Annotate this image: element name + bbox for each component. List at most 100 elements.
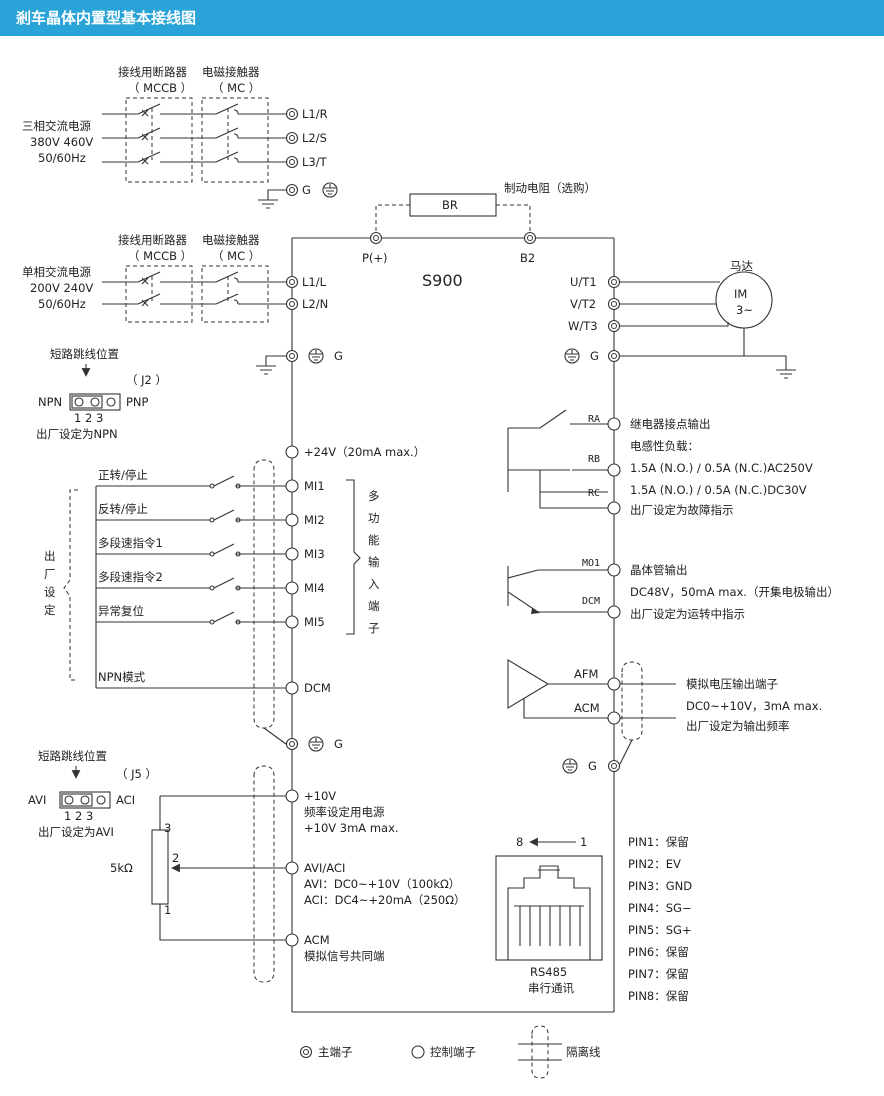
control-terminal-10v[interactable] — [285, 789, 299, 803]
j5-name: （ J5 ） — [116, 767, 157, 781]
ground-symbol-icon — [562, 758, 578, 774]
earth-ground-icon — [258, 189, 286, 209]
mccb-label-1: （ MCCB ） — [128, 81, 192, 95]
relay-line-3: 1.5A (N.O.) / 0.5A (N.C.)AC250V — [630, 461, 813, 475]
main-terminal-G4[interactable] — [285, 737, 299, 751]
main-terminal-L2S[interactable] — [285, 131, 299, 145]
terminal-label-L2S: L2/S — [302, 131, 327, 145]
main-terminal-L2N[interactable] — [285, 297, 299, 311]
terminal-label-L1R: L1/R — [302, 107, 328, 121]
analog-line-2: DC0~+10V，3mA max. — [686, 699, 822, 713]
contactor-label-2: 电磁接触器 — [202, 233, 260, 247]
legend-control: 控制端子 — [430, 1045, 476, 1059]
control-terminal-AFM[interactable] — [607, 677, 621, 691]
control-terminal-RA[interactable] — [607, 417, 621, 431]
main-terminal-W[interactable] — [607, 319, 621, 333]
control-terminal-MI5[interactable] — [285, 615, 299, 629]
shield-inputs — [253, 459, 275, 729]
transistor-dcm: DCM — [582, 596, 600, 607]
mccb-label-2: （ MCCB ） — [128, 249, 192, 263]
main-terminal-G2[interactable] — [285, 349, 299, 363]
j2-jumper-icon — [69, 393, 121, 411]
multi-char-6: 端 — [368, 599, 380, 613]
pin-4: PIN4：SG− — [628, 901, 692, 915]
relay-line-5: 出厂设定为故障指示 — [630, 503, 734, 517]
brake-resistor-label: BR — [442, 198, 458, 212]
brake-resistor-caption: 制动电阻（选购） — [504, 181, 596, 195]
pot-pin2: 2 — [172, 851, 179, 865]
main-terminal-L1L[interactable] — [285, 275, 299, 289]
main-terminal-L1R[interactable] — [285, 107, 299, 121]
single-phase-line2: 200V 240V — [30, 281, 93, 295]
ground-symbol-icon — [308, 736, 324, 752]
pin-2: PIN2：EV — [628, 857, 681, 871]
header-bar: 剎车晶体内置型基本接线图 — [0, 0, 884, 36]
plus24-label: +24V（20mA max.） — [304, 445, 425, 459]
control-terminal-MI1[interactable] — [285, 479, 299, 493]
control-terminal-MO1[interactable] — [607, 563, 621, 577]
main-terminal-G5[interactable] — [607, 759, 621, 773]
mc-box-2 — [201, 265, 269, 323]
page-title: 剎车晶体内置型基本接线图 — [16, 9, 197, 27]
plus10-line2: +10V 3mA max. — [304, 821, 399, 835]
rs485-pin1: 1 — [580, 835, 587, 849]
plus10-line1: 频率设定用电源 — [304, 805, 385, 819]
mc-box-1 — [201, 97, 269, 183]
motor-im: IM — [734, 287, 747, 301]
rs485-connector-icon — [495, 855, 603, 961]
shield-analog-out — [621, 661, 643, 741]
control-terminal-AVI[interactable] — [285, 861, 299, 875]
main-terminal-P[interactable] — [369, 231, 383, 245]
avi-term: AVI/ACI — [304, 861, 345, 875]
input-label-3: 多段速指令1 — [98, 536, 163, 550]
three-phase-line3: 50/60Hz — [38, 151, 86, 165]
motor-wiring — [620, 281, 796, 379]
j2-left: NPN — [38, 395, 62, 409]
control-terminal-RB[interactable] — [607, 463, 621, 477]
terminal-label-MI3: MI3 — [304, 547, 325, 561]
rs485-sub: 串行通讯 — [528, 981, 574, 995]
control-terminal-MI4[interactable] — [285, 581, 299, 595]
analog-afm: AFM — [574, 667, 598, 681]
main-terminal-L3T[interactable] — [285, 155, 299, 169]
shield-analog-in — [253, 765, 275, 983]
terminal-label-L1L: L1/L — [302, 275, 327, 289]
control-terminal-ACM[interactable] — [285, 933, 299, 947]
legend-main-icon — [299, 1045, 313, 1059]
main-terminal-G3[interactable] — [607, 349, 621, 363]
transistor-wiring — [507, 566, 608, 614]
j2-title: 短路跳线位置 — [50, 347, 119, 361]
j2-pins: 1 2 3 — [74, 411, 103, 425]
main-terminal-U[interactable] — [607, 275, 621, 289]
multi-char-5: 入 — [368, 577, 380, 591]
terminal-label-V: V/T2 — [570, 297, 596, 311]
j2-right: PNP — [126, 395, 149, 409]
control-terminal-MI2[interactable] — [285, 513, 299, 527]
single-phase-line3: 50/60Hz — [38, 297, 86, 311]
j5-pins: 1 2 3 — [64, 809, 93, 823]
mccb-box-2 — [125, 265, 193, 323]
main-terminal-G1[interactable] — [285, 183, 299, 197]
breaker-label-2: 接线用断路器 — [118, 233, 187, 247]
mc-label-1: （ MC ） — [212, 81, 260, 95]
terminal-label-DCM: DCM — [304, 681, 331, 695]
terminal-label-G1: G — [302, 183, 311, 197]
main-terminal-V[interactable] — [607, 297, 621, 311]
main-terminal-B2[interactable] — [523, 231, 537, 245]
multi-char-7: 子 — [368, 621, 380, 635]
terminal-label-L2N: L2/N — [302, 297, 328, 311]
relay-rb: RB — [588, 454, 600, 465]
control-terminal-RC[interactable] — [607, 501, 621, 515]
terminal-label-G2: G — [334, 349, 343, 363]
control-terminal-DCM2[interactable] — [607, 605, 621, 619]
factory-char-1: 出 — [44, 549, 56, 563]
control-terminal-24v[interactable] — [285, 445, 299, 459]
control-terminal-ACM2[interactable] — [607, 711, 621, 725]
control-terminal-MI3[interactable] — [285, 547, 299, 561]
shield-ground-wire — [263, 727, 287, 745]
control-terminal-DCM[interactable] — [285, 681, 299, 695]
factory-char-4: 定 — [44, 603, 56, 617]
input-label-1: 正转/停止 — [98, 468, 148, 482]
terminal-label-MI4: MI4 — [304, 581, 325, 595]
